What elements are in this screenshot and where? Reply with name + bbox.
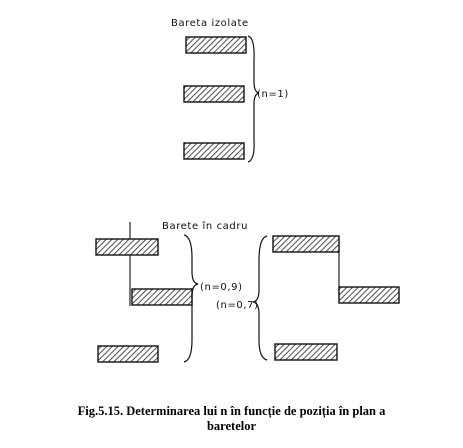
barette-frame-right-1 [272,235,340,253]
barette-frame-left-3 [97,345,159,363]
brace-isolated [247,35,260,163]
barette-isolated-2 [183,85,245,103]
barette-isolated-1 [185,36,247,54]
barette-frame-right-3 [274,343,338,361]
barette-frame-right-2 [338,286,400,304]
brace-frame-left [183,234,199,363]
brace-frame-right [252,235,268,361]
barette-frame-left-2 [131,288,193,306]
label-n-frame-2: (n=0,7) [216,300,259,311]
label-isolated: Bareta izolate [171,18,249,29]
label-in-frame: Barete în cadru [162,220,248,232]
label-n-frame-1: (n=0,9) [200,282,243,293]
figure-caption: Fig.5.15. Determinarea lui n în funcție … [0,404,463,434]
barette-frame-left-1 [95,238,159,256]
caption-line-2: baretelor [206,419,257,433]
barette-isolated-3 [183,142,245,160]
label-n-isolated: (n=1) [257,89,289,100]
caption-line-1: Fig.5.15. Determinarea lui n în funcție … [77,404,386,418]
